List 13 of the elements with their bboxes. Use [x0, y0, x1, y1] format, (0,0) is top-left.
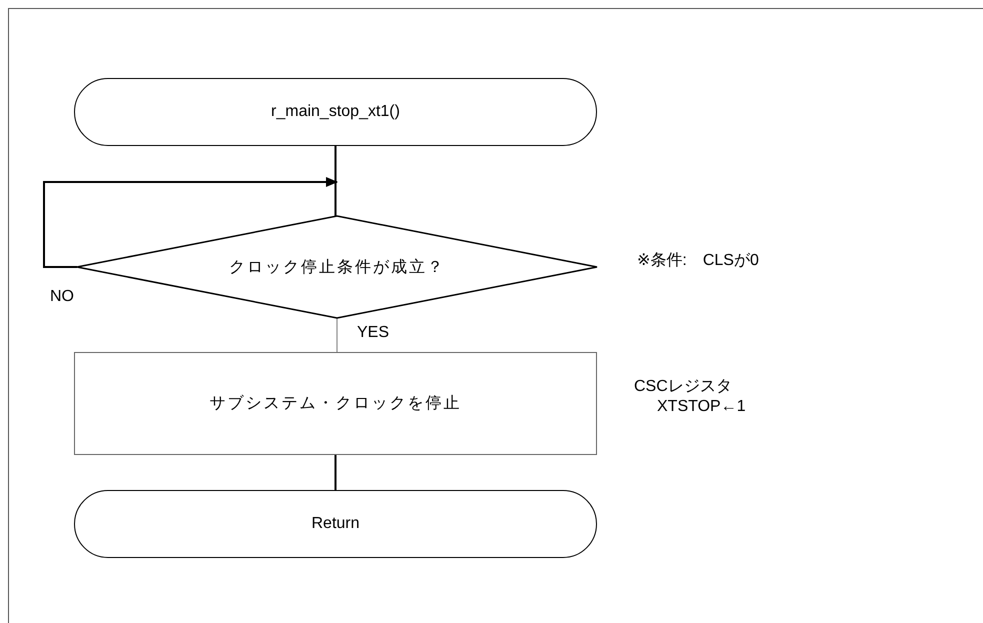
- connector-line: [334, 146, 336, 216]
- arrow: [43, 177, 338, 268]
- side-note: CSCレジスタ: [634, 377, 732, 397]
- node-label: クロック停止条件が成立？: [229, 258, 445, 278]
- decision-diamond: [77, 216, 597, 318]
- connector-line: [334, 455, 336, 490]
- side-note: XTSTOP←1: [657, 398, 746, 416]
- process-box: [74, 352, 597, 455]
- node-label: r_main_stop_xt1(): [271, 103, 400, 121]
- node-label: Return: [311, 515, 360, 533]
- node-label: サブシステム・クロックを停止: [210, 394, 462, 414]
- connector-line: [336, 318, 338, 352]
- side-note: ※条件: CLSが0: [637, 251, 759, 271]
